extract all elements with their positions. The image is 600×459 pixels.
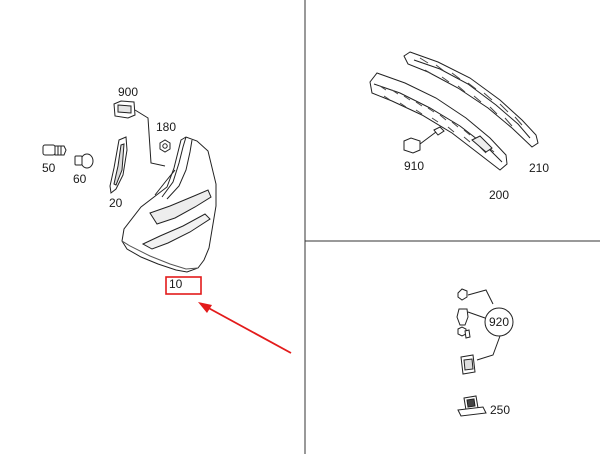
label-910: 910 <box>404 159 424 173</box>
leader-line-900 <box>134 109 166 167</box>
label-60: 60 <box>73 172 87 186</box>
label-10[interactable]: 10 <box>169 277 183 291</box>
label-920: 920 <box>489 315 509 329</box>
label-180: 180 <box>156 120 176 134</box>
leader-lines-920 <box>467 289 501 361</box>
callout-circle-920 <box>484 307 514 337</box>
part-920-bulb-holder-set[interactable] <box>456 288 476 375</box>
part-250-lamp-socket[interactable] <box>457 395 487 417</box>
part-10-tail-lamp[interactable] <box>121 136 217 273</box>
highlight-box-part-10 <box>165 276 202 295</box>
panel-dividers <box>304 0 600 454</box>
label-200: 200 <box>489 188 509 202</box>
part-180-nut[interactable] <box>159 139 171 153</box>
label-210: 210 <box>529 161 549 175</box>
part-20-gasket[interactable] <box>109 136 128 194</box>
label-50: 50 <box>42 161 56 175</box>
part-60-bulb[interactable] <box>74 153 94 169</box>
label-250: 250 <box>490 403 510 417</box>
label-20: 20 <box>109 196 123 210</box>
part-900-connector[interactable] <box>113 100 136 119</box>
label-900: 900 <box>118 85 138 99</box>
part-910-clip[interactable] <box>403 126 445 154</box>
part-200-lamp-bar[interactable] <box>369 72 508 171</box>
part-210-reflector-trim[interactable] <box>403 51 539 148</box>
pointer-arrow <box>198 302 292 354</box>
part-50-bulb-socket[interactable] <box>42 144 67 156</box>
